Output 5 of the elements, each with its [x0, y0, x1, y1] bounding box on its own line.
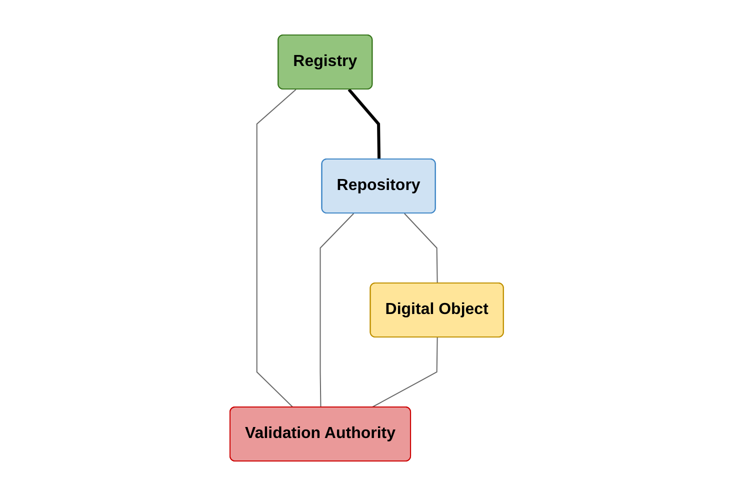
- connector: [404, 212, 438, 284]
- connector: [370, 336, 438, 408]
- connector: [320, 212, 354, 408]
- connector: [348, 88, 380, 160]
- connector: [256, 88, 296, 408]
